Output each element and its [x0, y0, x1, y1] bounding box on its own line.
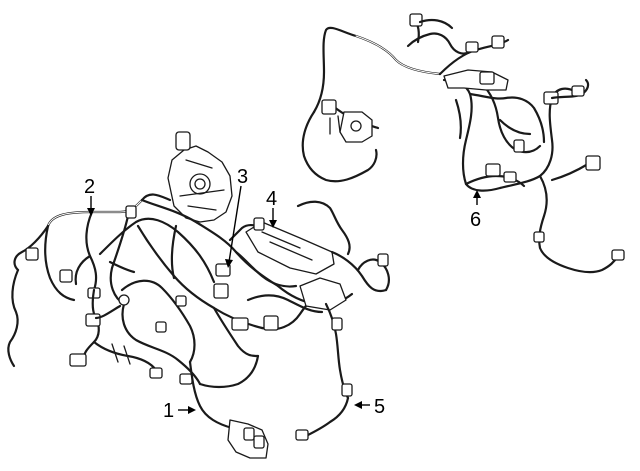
callout-1: 1: [163, 400, 174, 422]
body-harness-assembly: [301, 13, 625, 274]
harness-connector: [321, 99, 337, 115]
callout-leaders: [87, 185, 481, 414]
harness-clip: [125, 205, 137, 219]
sensor-lead-5: [295, 302, 353, 441]
sensor-clip: [341, 383, 353, 397]
harness-connector: [231, 317, 249, 331]
harness-connector: [69, 353, 87, 367]
connector-1-plug: [253, 435, 265, 449]
harness-clip: [155, 321, 167, 333]
harness-clip: [179, 373, 193, 385]
harness-connector: [253, 217, 265, 231]
harness-connector-3: [215, 263, 231, 277]
callout-3: 3: [237, 166, 248, 188]
harness-connector: [59, 269, 73, 283]
harness-connector: [377, 253, 389, 267]
sensor-housing: [175, 131, 191, 151]
body-connector: [571, 85, 585, 97]
engine-harness-assembly: [7, 131, 390, 459]
callout-5: 5: [374, 396, 385, 418]
body-harness-frame: [443, 69, 509, 91]
callout-6: 6: [470, 209, 481, 231]
harness-connector: [149, 367, 163, 379]
body-connector: [585, 155, 601, 171]
harness-connector: [409, 13, 423, 27]
component-port: [194, 178, 206, 190]
body-connector: [611, 249, 625, 261]
body-clip: [533, 231, 545, 243]
switch-port: [350, 120, 362, 132]
harness-connector: [85, 313, 101, 327]
body-connector: [479, 71, 495, 85]
connector-1-plug: [243, 427, 255, 441]
callout-4: 4: [266, 188, 277, 210]
harness-clip: [175, 295, 187, 307]
harness-connector: [213, 283, 229, 299]
sensor-connector: [295, 429, 309, 441]
sensor-clip: [331, 317, 343, 331]
grommet: [118, 294, 130, 306]
body-connector: [485, 163, 501, 177]
harness-connector: [465, 41, 479, 53]
junction-block: [299, 277, 347, 311]
harness-connector: [25, 247, 39, 261]
callout-2: 2: [84, 176, 95, 198]
body-connector: [503, 171, 517, 183]
harness-connector: [263, 315, 279, 331]
body-connector: [513, 139, 525, 153]
harness-connector: [491, 35, 505, 49]
